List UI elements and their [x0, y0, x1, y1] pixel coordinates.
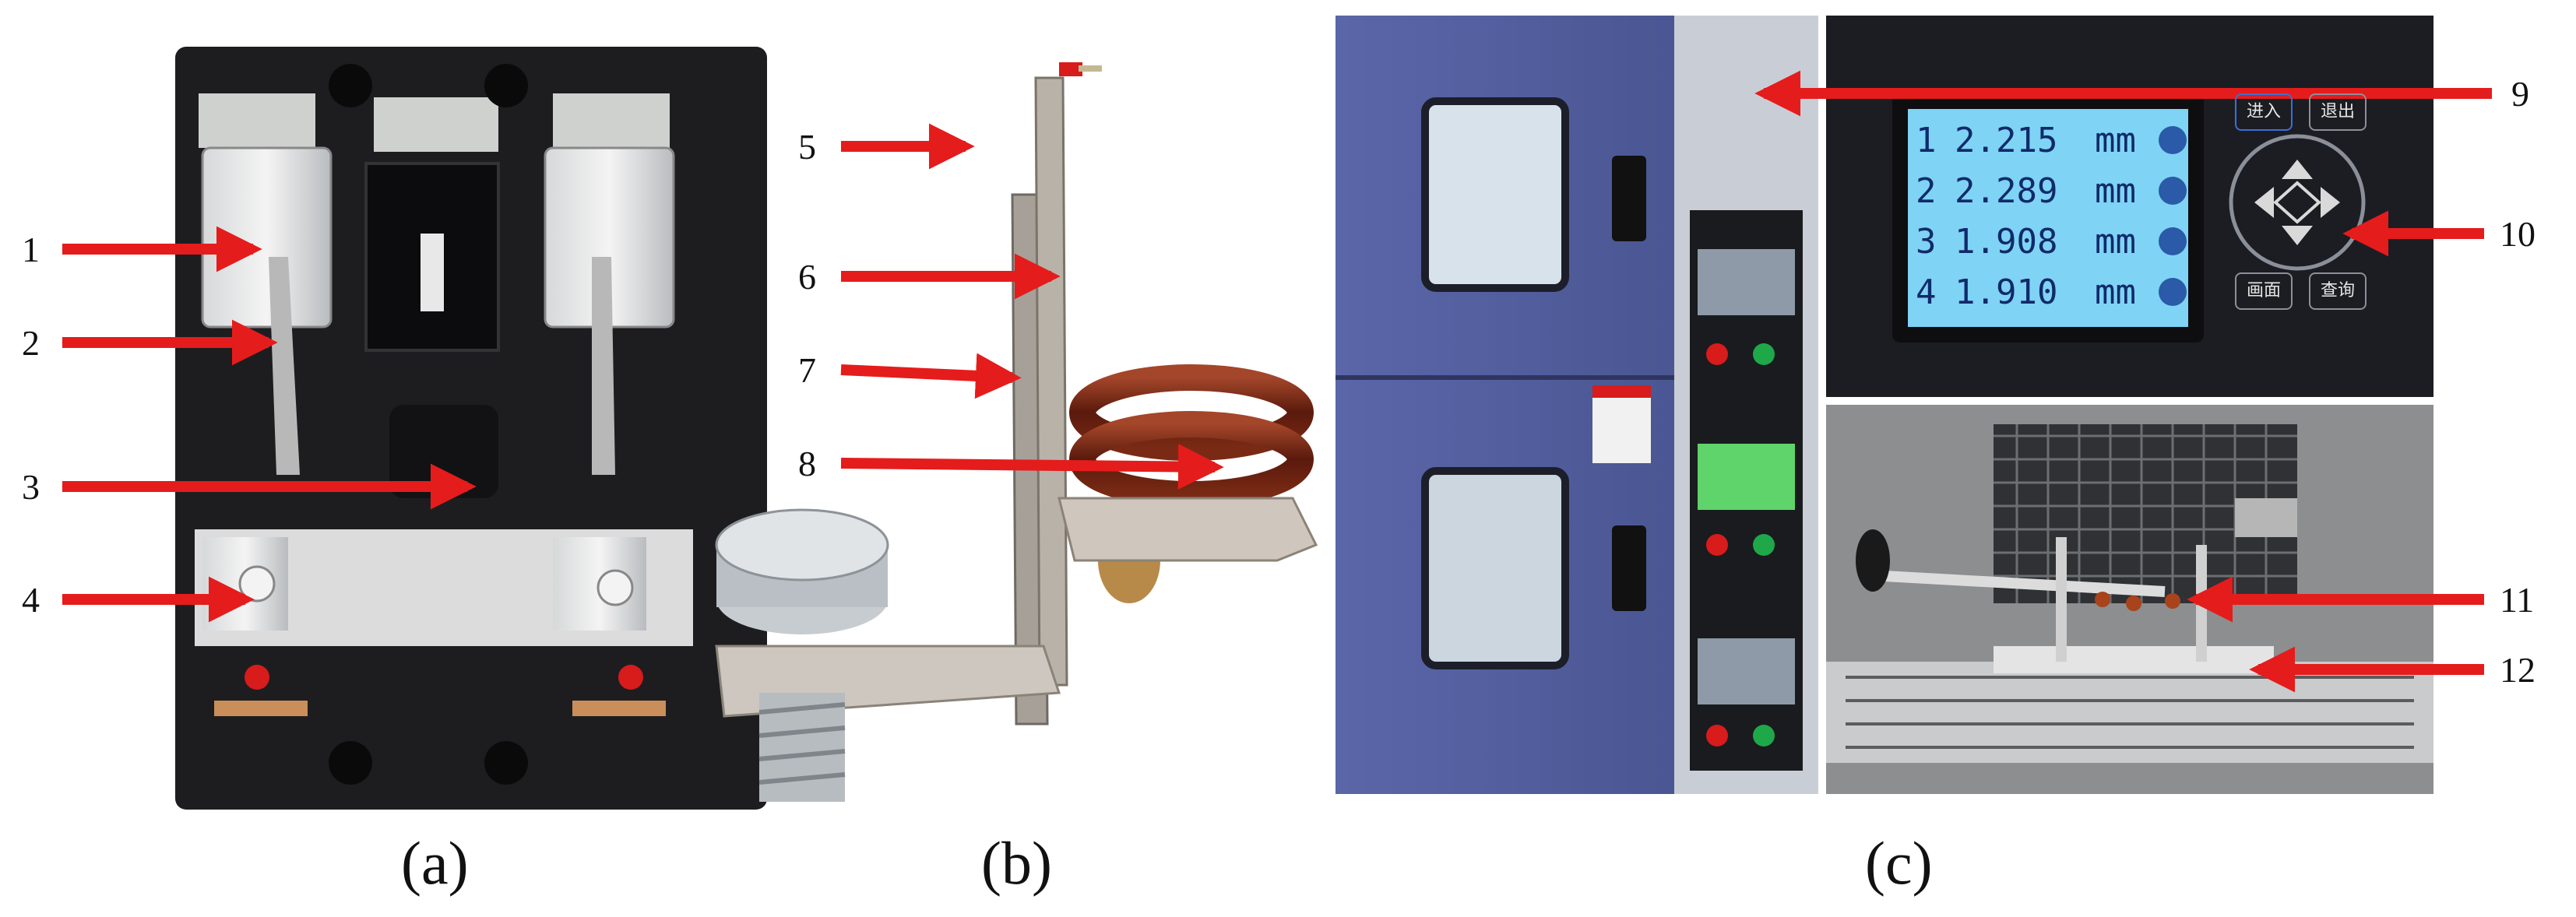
- lcd-row-value: 1.910: [1955, 272, 2058, 312]
- dpad-icon: [2229, 134, 2366, 271]
- panel-caption-b: (b): [981, 829, 1052, 897]
- lcd-row-unit: mm: [2095, 272, 2136, 312]
- callout-label: 12: [2500, 650, 2536, 690]
- arrow-right-icon: [840, 444, 1224, 490]
- lcd-row-index: 4: [1916, 272, 1937, 312]
- callout-label: 3: [22, 467, 40, 507]
- lcd-row-unit: mm: [2095, 222, 2136, 262]
- screen-key: 画面: [2235, 272, 2293, 310]
- callout-label: 2: [22, 323, 40, 363]
- query-key: 查询: [2309, 272, 2367, 310]
- lcd-row-index: 3: [1916, 222, 1937, 262]
- callout-label: 11: [2500, 580, 2535, 620]
- callout-label: 4: [22, 580, 40, 620]
- exit-key: 退出: [2309, 93, 2367, 131]
- lcd-row-value: 2.289: [1955, 171, 2058, 211]
- panel-a-breaker-photo: [175, 47, 767, 810]
- lcd-row-index: 2: [1916, 171, 1937, 211]
- lcd-row-value: 1.908: [1955, 222, 2058, 262]
- callout-label: 9: [2511, 74, 2529, 114]
- enter-key: 进入: [2235, 93, 2293, 131]
- panel-caption-c: (c): [1865, 829, 1933, 897]
- callout-label: 5: [798, 127, 816, 167]
- callout-arrows: [62, 70, 2492, 693]
- arrow-right-icon: [840, 353, 1022, 399]
- callout-label: 10: [2500, 214, 2536, 254]
- panel-c-chamber-photo: [1336, 16, 2433, 794]
- panel-b-element-photo: [715, 62, 1318, 802]
- callout-label: 8: [798, 444, 816, 483]
- lcd-row-index: 1: [1916, 121, 1937, 160]
- panel-caption-a: (a): [401, 829, 469, 897]
- callout-label: 6: [798, 257, 816, 297]
- callout-label: 1: [22, 230, 40, 269]
- lcd-row-value: 2.215: [1955, 121, 2058, 160]
- lcd-row-unit: mm: [2095, 171, 2136, 211]
- lcd-row-unit: mm: [2095, 121, 2136, 160]
- callout-label: 7: [798, 350, 816, 390]
